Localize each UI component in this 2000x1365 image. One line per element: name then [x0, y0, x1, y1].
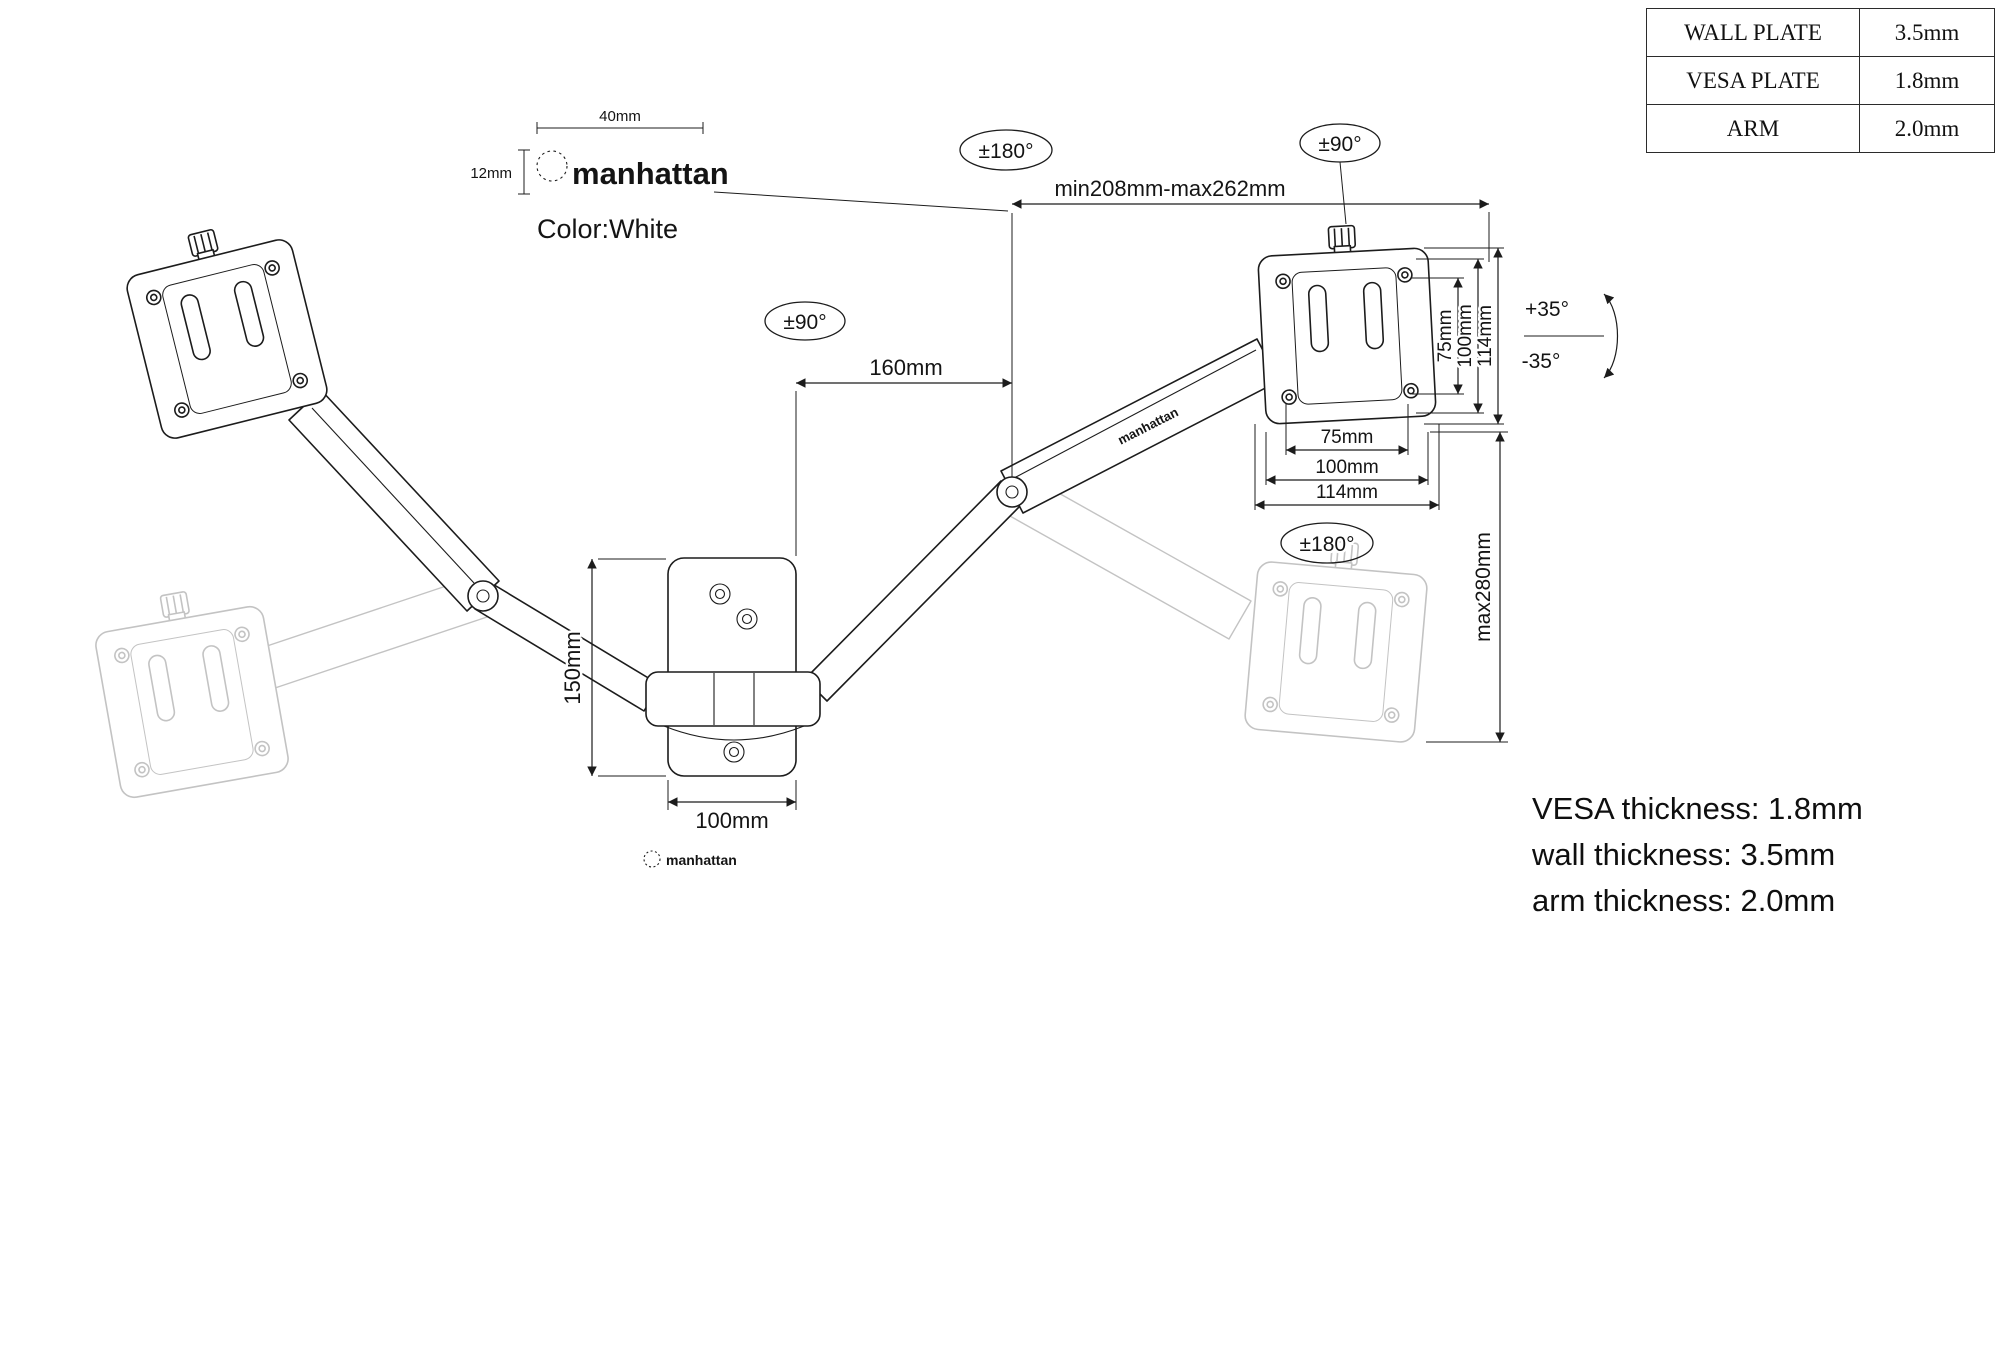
note-line: arm thickness: 2.0mm [1532, 883, 1836, 918]
extension-range-dim: min208mm-max262mm [1054, 176, 1285, 201]
left-vesa-plate [117, 210, 331, 442]
spec-value: 1.8mm [1859, 56, 1995, 105]
right-arm-detail-line [1013, 349, 1257, 479]
logo-width-dim: 40mm [599, 108, 641, 125]
rotation-ellipse [1280, 522, 1374, 564]
left-elbow-joint [467, 580, 499, 612]
wall-mount-assembly [645, 557, 821, 777]
wall-screw-hole [709, 583, 731, 605]
thickness-notes: VESA thickness: 1.8mm wall thickness: 3.… [1532, 786, 1863, 924]
table-row: VESA PLATE 1.8mm [1646, 56, 1995, 105]
wall-screw-hole [723, 741, 745, 763]
manhattan-logo-icon [536, 150, 568, 182]
wall-plate [667, 557, 797, 777]
rotation-label-top-center: ±180° [979, 140, 1034, 163]
arm-length-dim: 160mm [869, 355, 942, 380]
right-lower-arm [804, 480, 1024, 702]
vesa-width-75-dim: 75mm [1321, 427, 1374, 448]
right-elbow-joint [996, 476, 1028, 508]
logo-leader-line [713, 191, 1009, 212]
vesa-width-114-dim: 114mm [1316, 482, 1378, 503]
table-row: WALL PLATE 3.5mm [1646, 8, 1995, 57]
vesa-height-114-dim: 114mm [1475, 305, 1496, 367]
note-line: VESA thickness: 1.8mm [1532, 791, 1863, 826]
collar-lip [663, 725, 805, 741]
vesa-width-100-dim: 100mm [1315, 457, 1378, 478]
spec-label: ARM [1646, 104, 1860, 153]
spec-value: 2.0mm [1859, 104, 1995, 153]
dimension-annotations: min208mm-max262mm 160mm 150mm 100mm 75mm… [558, 174, 1619, 836]
arm-collar [645, 671, 821, 727]
vesa-height-100-dim: 100mm [1455, 304, 1476, 367]
wall-screw-hole-inner [714, 588, 726, 600]
right-ghost-vesa-plate [1243, 534, 1432, 744]
rotation-ellipse [959, 129, 1053, 171]
vesa-height-75-dim: 75mm [1435, 310, 1456, 363]
left-ghost-vesa-plate [88, 578, 292, 801]
color-note: Color:White [537, 214, 678, 244]
spec-label: VESA PLATE [1646, 56, 1860, 105]
spec-label: WALL PLATE [1646, 8, 1860, 57]
right-vesa-plate [1255, 220, 1438, 426]
table-row: ARM 2.0mm [1646, 104, 1995, 153]
rotation-label-right-lower: ±180° [1300, 533, 1355, 556]
rotation-label-top-right: ±90° [1318, 133, 1361, 156]
wall-screw-hole [736, 608, 758, 630]
logo-height-dim: 12mm [470, 165, 512, 182]
tilt-up-dim: +35° [1525, 298, 1569, 321]
logo-block: manhattan 40mm 12mm Color:White [468, 106, 1009, 244]
brand-logo-text: manhattan [572, 156, 729, 191]
left-elbow-pin [476, 589, 490, 603]
note-line: wall thickness: 3.5mm [1532, 837, 1836, 872]
left-gas-spring-arm [288, 389, 500, 612]
rotation-label-mid-left: ±90° [783, 311, 826, 334]
rotation-ellipse [764, 301, 846, 341]
wall-screw-hole-inner [728, 746, 740, 758]
wall-screw-hole-inner [741, 613, 753, 625]
left-arm-detail-line [311, 407, 475, 584]
tilt-down-dim: -35° [1522, 350, 1561, 373]
spec-value: 3.5mm [1859, 8, 1995, 57]
below-mount-brand: manhattan [666, 852, 737, 868]
thickness-spec-table: WALL PLATE 3.5mm VESA PLATE 1.8mm ARM 2.… [1646, 8, 1995, 153]
wall-plate-width-dim: 100mm [695, 808, 768, 833]
brand-dot-circle [643, 850, 661, 868]
right-elbow-pin [1005, 485, 1019, 499]
max-drop-dim: max280mm [1472, 532, 1495, 642]
rotation-annotations: ±180° ±90° ±90° ±180° [764, 123, 1381, 564]
wall-plate-height-dim: 150mm [560, 631, 585, 704]
